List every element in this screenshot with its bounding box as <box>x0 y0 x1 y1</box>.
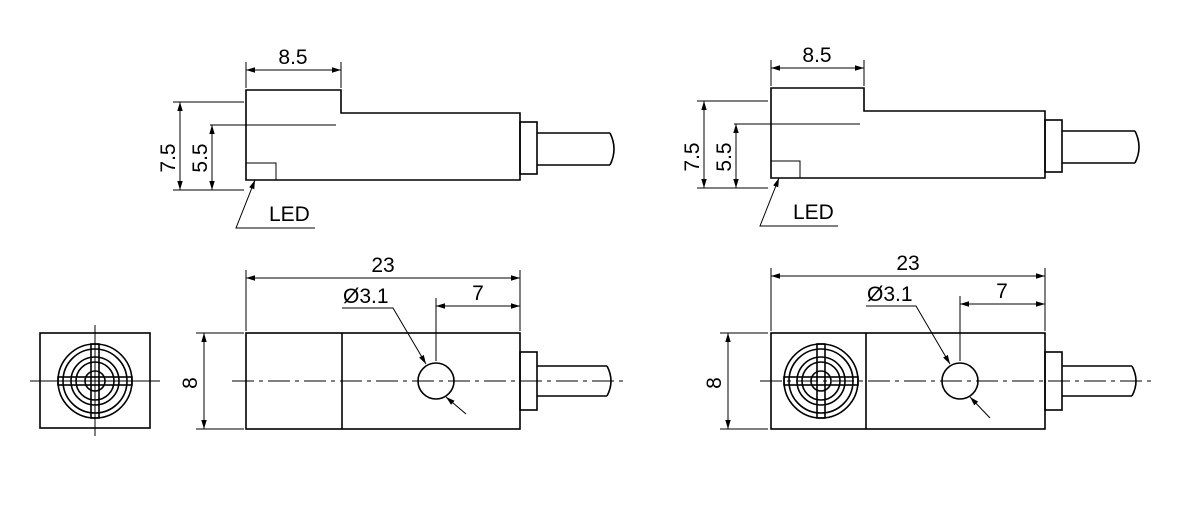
led-leader <box>235 179 315 229</box>
top-view-right: 23 7 Ø3.1 8 <box>703 252 1152 430</box>
sensor-body-side <box>770 87 1046 179</box>
diameter-leader <box>342 307 427 365</box>
dim-label-7: 7 <box>472 282 484 305</box>
diameter-leader <box>969 396 991 419</box>
dim-label-8-5: 8.5 <box>802 44 831 67</box>
led-leader <box>759 177 838 227</box>
cable-gland <box>519 121 538 175</box>
dim-label-diameter: Ø3.1 <box>343 285 389 308</box>
led-label: LED <box>793 201 834 224</box>
led-label: LED <box>269 203 310 226</box>
dim-label-23: 23 <box>371 254 394 277</box>
dim-label-8: 8 <box>179 377 202 389</box>
cable-break <box>609 132 615 166</box>
dim-label-7: 7 <box>996 280 1008 303</box>
dim-label-5-5: 5.5 <box>189 143 212 172</box>
led-window <box>246 162 277 180</box>
top-view-left: 23 7 Ø3.1 8 <box>179 254 628 430</box>
diameter-leader <box>445 396 467 415</box>
dim-label-diameter: Ø3.1 <box>867 283 913 306</box>
led-window <box>771 160 801 178</box>
dim-label-7-5: 7.5 <box>681 142 704 171</box>
cable-gland <box>1044 119 1063 173</box>
dim-label-8-5: 8.5 <box>278 46 307 69</box>
dim-label-23: 23 <box>896 252 919 275</box>
dim-label-5-5: 5.5 <box>713 142 736 171</box>
front-view <box>30 325 160 436</box>
dim-label-7-5: 7.5 <box>157 143 180 172</box>
mounting-hole <box>417 362 455 400</box>
side-view-left: 8.5 7.5 5.5 LED <box>157 46 615 229</box>
side-view-right: 8.5 7.5 5.5 LED <box>681 44 1140 227</box>
dim-label-8: 8 <box>703 377 726 389</box>
cable-break <box>1134 130 1140 164</box>
sensing-coil-icon <box>57 343 133 419</box>
sensing-coil-icon <box>783 343 859 419</box>
sensor-body-side <box>245 89 521 181</box>
mounting-hole <box>941 362 979 400</box>
diameter-leader <box>866 305 951 365</box>
